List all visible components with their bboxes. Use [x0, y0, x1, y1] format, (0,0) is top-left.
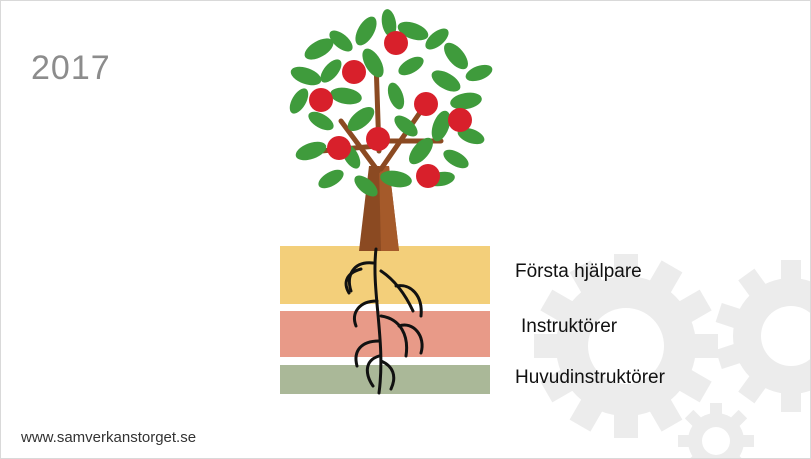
gear-icon	[678, 403, 754, 458]
level-label-forsta-hjalpare: Första hjälpare	[515, 261, 642, 282]
level-label-instruktorer: Instruktörer	[521, 316, 618, 337]
apple-icon	[448, 108, 472, 132]
apple-icon	[342, 60, 366, 84]
tree-foliage	[289, 9, 493, 197]
apple-icon	[309, 88, 333, 112]
footer-website-url: www.samverkanstorget.se	[21, 429, 197, 446]
tree-roots	[344, 247, 424, 395]
gear-icon	[715, 260, 810, 412]
apple-icon	[384, 31, 408, 55]
gear-icon	[534, 254, 718, 438]
apple-icon	[366, 127, 390, 151]
level-label-huvudinstruktorer: Huvudinstruktörer	[515, 367, 665, 388]
level-band-huvudinstruktorer	[280, 365, 490, 394]
level-band-instruktorer	[280, 311, 490, 357]
year-label: 2017	[31, 49, 111, 87]
apple-icon	[416, 164, 440, 188]
apple-icon	[327, 136, 351, 160]
apples	[309, 31, 472, 188]
apple-icon	[414, 92, 438, 116]
